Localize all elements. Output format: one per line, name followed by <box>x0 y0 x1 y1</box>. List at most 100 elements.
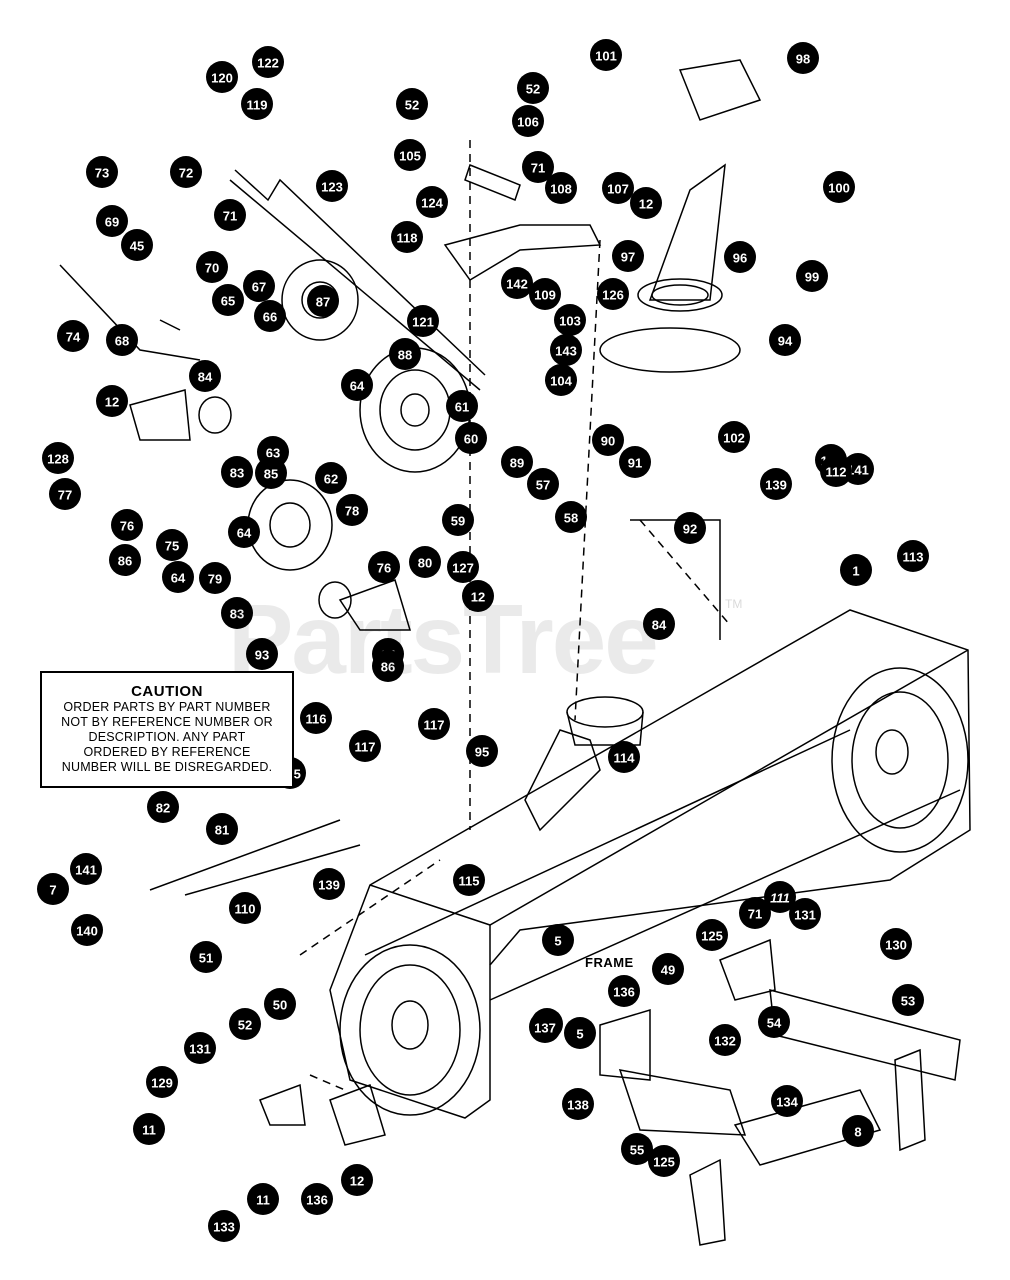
callout-label: 116 <box>306 712 327 727</box>
callout-103: 103 <box>554 304 586 336</box>
callout-label: 131 <box>794 908 816 923</box>
callout-label: 12 <box>639 197 653 212</box>
callout-7: 7 <box>37 873 69 905</box>
callout-label: 115 <box>459 874 480 889</box>
callout-102: 102 <box>718 421 750 453</box>
callout-label: 114 <box>614 751 636 766</box>
callout-80: 80 <box>409 546 441 578</box>
callout-label: 65 <box>221 294 235 309</box>
callout-label: 57 <box>536 478 550 493</box>
callout-label: 98 <box>796 52 810 67</box>
callout-label: 76 <box>377 561 391 576</box>
callout-71: 71 <box>739 897 771 929</box>
callout-label: 81 <box>215 823 229 838</box>
callout-label: 84 <box>198 370 213 385</box>
callout-label: 94 <box>778 334 793 349</box>
callout-label: 45 <box>130 239 144 254</box>
callout-81: 81 <box>206 813 238 845</box>
callout-label: 5 <box>554 934 561 949</box>
callout-117: 117 <box>418 708 450 740</box>
callout-label: 125 <box>701 929 723 944</box>
callout-93: 93 <box>246 638 278 670</box>
callout-113: 113 <box>897 540 929 572</box>
callout-label: 85 <box>264 467 278 482</box>
callout-111: 111 <box>764 881 796 913</box>
callout-118: 118 <box>391 221 423 253</box>
watermark-tm: TM <box>725 597 743 611</box>
callout-125: 125 <box>696 919 728 951</box>
caution-title: CAUTION <box>131 683 203 700</box>
callout-label: 139 <box>318 878 340 893</box>
callout-143: 143 <box>550 334 582 366</box>
callout-label: 107 <box>607 182 629 197</box>
callout-label: 121 <box>412 315 434 330</box>
callout-127: 127 <box>447 551 479 583</box>
callout-91: 91 <box>619 446 651 478</box>
callout-88: 88 <box>389 338 421 370</box>
callout-label: 87 <box>316 295 330 310</box>
caution-notice: CAUTION ORDER PARTS BY PART NUMBER NOT B… <box>40 671 294 788</box>
callout-12: 12 <box>630 187 662 219</box>
callout-101: 101 <box>590 39 622 71</box>
callout-59: 59 <box>442 504 474 536</box>
callout-label: 64 <box>171 571 186 586</box>
callout-92: 92 <box>674 512 706 544</box>
callout-label: 71 <box>531 161 545 176</box>
callout-126: 126 <box>597 278 629 310</box>
callout-label: 99 <box>805 270 819 285</box>
callout-57: 57 <box>527 468 559 500</box>
callout-76: 76 <box>111 509 143 541</box>
callout-131: 131 <box>789 898 821 930</box>
callout-label: 97 <box>621 250 635 265</box>
callout-142: 142 <box>501 267 533 299</box>
callout-label: 143 <box>555 344 577 359</box>
callout-69: 69 <box>96 205 128 237</box>
callout-58: 58 <box>555 501 587 533</box>
callout-11: 11 <box>133 1113 165 1145</box>
caution-line-3: DESCRIPTION. ANY PART <box>88 730 246 744</box>
callout-52: 52 <box>396 88 428 120</box>
callout-label: 71 <box>748 907 762 922</box>
callout-label: 93 <box>255 648 269 663</box>
callout-label: 113 <box>903 550 924 565</box>
callout-label: 128 <box>47 452 69 467</box>
callout-65: 65 <box>212 284 244 316</box>
callout-label: 100 <box>828 181 850 196</box>
callout-123: 123 <box>316 170 348 202</box>
callout-label: 133 <box>213 1220 235 1235</box>
callout-107: 107 <box>602 172 634 204</box>
callout-125: 125 <box>648 1145 680 1177</box>
callout-label: 75 <box>165 539 179 554</box>
callout-label: 132 <box>714 1034 736 1049</box>
callout-label: 83 <box>230 466 244 481</box>
callout-label: 136 <box>613 985 635 1000</box>
callout-120: 120 <box>206 61 238 93</box>
frame-label: FRAME <box>585 955 634 970</box>
callout-label: 140 <box>76 924 98 939</box>
callout-97: 97 <box>612 240 644 272</box>
callout-label: 83 <box>230 607 244 622</box>
callout-98: 98 <box>787 42 819 74</box>
caution-line-5: NUMBER WILL BE DISREGARDED. <box>61 760 273 774</box>
callout-5: 5 <box>564 1017 596 1049</box>
callout-label: 74 <box>66 330 81 345</box>
callout-45: 45 <box>121 229 153 261</box>
callout-label: 84 <box>652 618 667 633</box>
callout-label: 126 <box>602 288 624 303</box>
callout-68: 68 <box>106 324 138 356</box>
callout-label: 142 <box>506 277 528 292</box>
callout-114: 114 <box>608 741 640 773</box>
callout-label: 101 <box>595 49 617 64</box>
callout-52: 52 <box>517 72 549 104</box>
callout-label: 51 <box>199 951 213 966</box>
callout-129: 129 <box>146 1066 178 1098</box>
callout-label: 64 <box>350 379 365 394</box>
callout-label: 77 <box>58 488 72 503</box>
callout-label: 60 <box>464 432 478 447</box>
callout-12: 12 <box>462 580 494 612</box>
callout-label: 58 <box>564 511 578 526</box>
callout-128: 128 <box>42 442 74 474</box>
callout-label: 90 <box>601 434 615 449</box>
